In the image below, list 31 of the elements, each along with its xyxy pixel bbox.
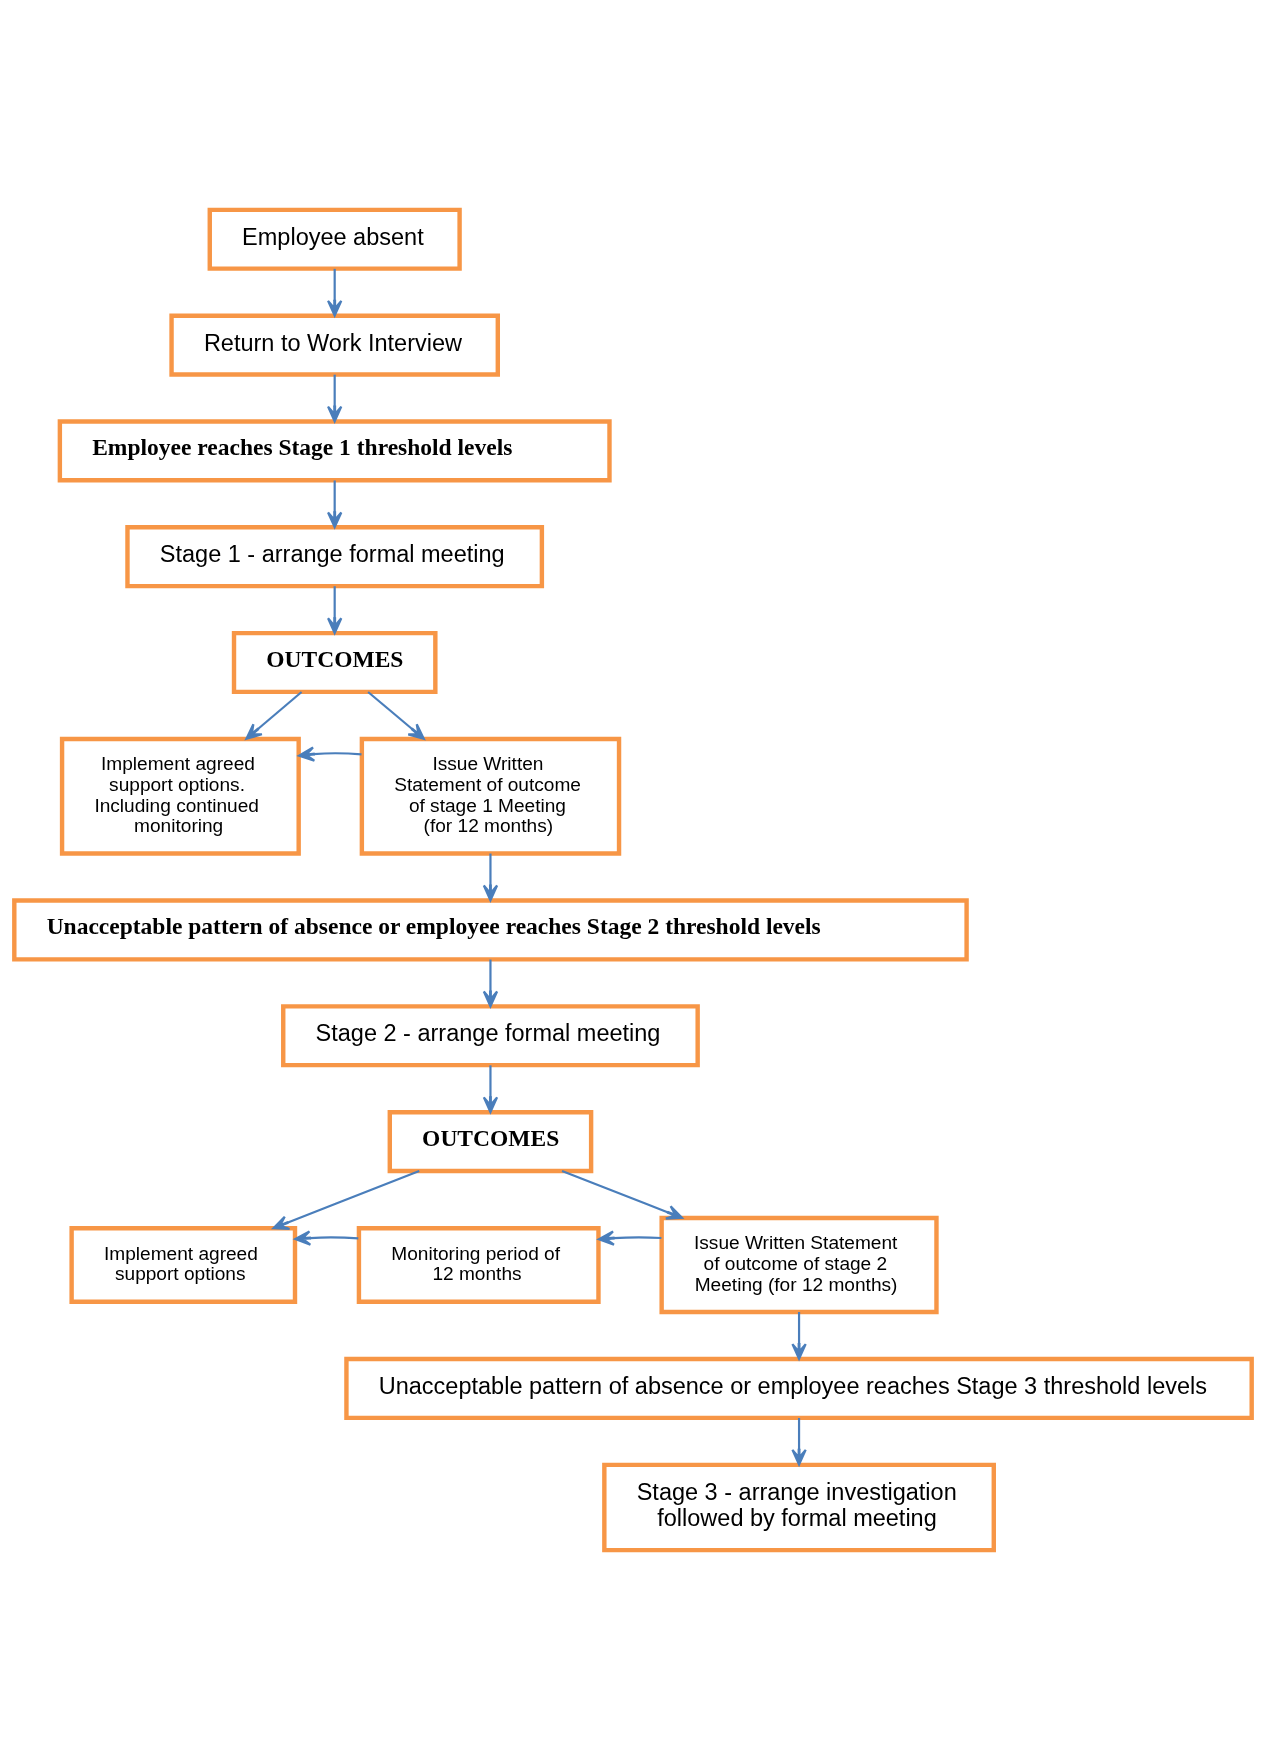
node-box: Unacceptable pattern of absence or employee reaches Stage 3 threshold levels	[344, 1356, 1254, 1421]
arrow	[482, 1065, 499, 1114]
arrow	[294, 1230, 359, 1246]
node-box: Stage 1 - arrange formal meeting	[125, 525, 545, 589]
node-box: Stage 3 - arrange investigation followed by formal meeting	[602, 1462, 996, 1553]
node-box: Issue Written Statement of outcome of stage 1 Meeting (for 12 months)	[359, 736, 622, 856]
arrow	[326, 480, 343, 529]
node-box: Implement agreed support options. Including continued monitoring	[59, 736, 301, 856]
node-box: Stage 2 - arrange formal meeting	[281, 1004, 700, 1068]
arrow	[791, 1312, 807, 1360]
arrow	[482, 959, 499, 1008]
arrow	[482, 853, 499, 902]
arrow	[791, 1418, 807, 1466]
arrow	[597, 1230, 662, 1246]
node-box: Monitoring period of 12 months	[356, 1226, 601, 1304]
arrow	[561, 1169, 684, 1220]
arrow	[272, 1169, 420, 1231]
arrow	[326, 268, 343, 317]
node-box: OUTCOMES	[231, 630, 438, 695]
node-box: Issue Written Statement of outcome of stage 2 Meeting (for 12 months)	[659, 1215, 939, 1315]
arrow	[326, 374, 343, 423]
arrow	[326, 586, 343, 635]
node-box: Employee reaches Stage 1 threshold levels	[57, 419, 612, 483]
node-box: OUTCOMES	[387, 1110, 594, 1174]
arrow	[245, 691, 303, 740]
node-box: Unacceptable pattern of absence or employee reaches Stage 2 threshold levels	[12, 898, 969, 962]
arrow	[297, 746, 362, 762]
arrow	[367, 691, 425, 740]
node-box: Employee absent	[207, 207, 462, 271]
node-box: Implement agreed support options	[69, 1226, 298, 1304]
node-box: Return to Work Interview	[169, 313, 500, 377]
